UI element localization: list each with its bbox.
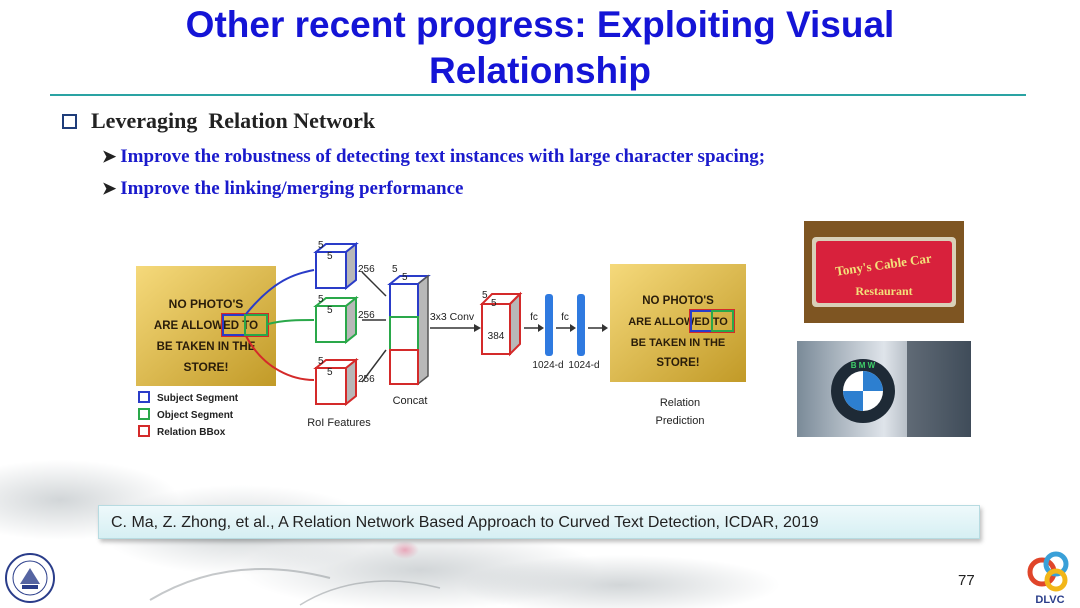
restaurant-name-line-2: Restaurant [855,284,912,298]
title-divider [50,94,1026,96]
roi-dim-label: 5 [327,367,333,378]
concat-arrows [361,271,387,383]
roi-dim-label: 5 [318,356,324,367]
legend-relation-label: Relation BBox [157,427,226,438]
main-bullet: Leveraging Relation Network [62,108,375,134]
object-segment-box [711,310,734,332]
figure-legend: Subject Segment Object Segment Relation … [138,391,239,438]
dlvc-logo-icon: DLVC [1027,551,1069,606]
legend-object-swatch [138,408,150,420]
conv-label: 3x3 Conv [430,311,475,323]
legend-relation-swatch [138,425,150,437]
roi-caption: RoI Features [307,417,371,429]
roi-dimension-labels: 5 5 256 5 5 256 5 5 256 [318,240,375,385]
object-segment-box [244,314,268,336]
sub-bullet-2-text: Improve the linking/merging performance [120,178,464,199]
input-sign-image: NO PHOTO'S ARE ALLOWED TO BE TAKEN IN TH… [136,266,276,386]
fc-dim-2: 1024-d [568,360,599,371]
citation-box: C. Ma, Z. Zhong, et al., A Relation Netw… [98,505,980,539]
roi-feature-object [313,295,359,345]
bmw-logo-photo: B M W [797,341,971,437]
bmw-text: B M W [851,361,876,370]
university-seal-icon [5,553,55,603]
conv-dim-label: 384 [488,331,505,342]
conv-feature-cube [479,291,523,357]
lotus-flower [391,541,419,559]
sub-bullet-2: ➤ Improve the linking/merging performanc… [102,178,463,200]
roi-feature-relation [313,357,359,407]
slide-title: Other recent progress: Exploiting Visual… [0,2,1080,94]
fc-dim-1: 1024-d [532,360,563,371]
legend-object-label: Object Segment [157,410,234,421]
conv-dim-label: 5 [491,298,497,309]
sign-line-4: STORE! [656,357,699,369]
sign-line-2: ARE ALLOWED TO [628,316,728,328]
sub-bullet-1-text: Improve the robustness of detecting text… [120,146,766,167]
relation-caption-line-2: Prediction [656,415,705,427]
roi-dim-label: 256 [358,374,375,385]
roi-dim-label: 256 [358,264,375,275]
output-sign-image: NO PHOTO'S ARE ALLOWED TO BE TAKEN IN TH… [610,264,746,382]
concat-caption: Concat [393,395,428,407]
fc-layer-2 [577,294,585,356]
concat-dim-label: 5 [402,272,408,283]
roi-dim-label: 256 [358,310,375,321]
page-number: 77 [958,572,975,589]
sign-line-3: BE TAKEN IN THE [631,337,726,349]
relation-network-figure: NO PHOTO'S ARE ALLOWED TO BE TAKEN IN TH… [136,240,746,438]
title-line-1: Other recent progress: Exploiting Visual [185,4,895,45]
subject-arrow [245,269,315,315]
roi-feature-subject [313,241,359,291]
square-bullet-icon [62,113,77,129]
concat-dim-label: 5 [392,264,398,275]
relation-caption-line-1: Relation [660,397,700,409]
concat-block [387,274,431,386]
relation-arrow [245,335,315,381]
main-bullet-text: Leveraging Relation Network [91,108,376,133]
conv-dim-label: 5 [482,290,488,301]
roi-dim-label: 5 [327,305,333,316]
title-line-2: Relationship [428,50,652,91]
fc-label-1: fc [530,312,538,323]
restaurant-sign-photo: Tony's Cable Car Restaurant [804,221,964,323]
arrow-bullet-icon: ➤ [102,147,117,166]
sign-line-1: NO PHOTO'S [642,295,714,307]
fc-layer-1 [545,294,553,356]
legend-subject-swatch [138,391,150,403]
sub-bullet-1: ➤ Improve the robustness of detecting te… [102,146,765,168]
sign-line-1: NO PHOTO'S [169,297,244,311]
dlvc-logo-text: DLVC [1035,594,1064,606]
arrow-bullet-icon: ➤ [102,179,117,198]
roi-dim-label: 5 [318,294,324,305]
sign-line-2: ARE ALLOWED TO [154,320,258,332]
fc-label-2: fc [561,312,569,323]
sign-line-3: BE TAKEN IN THE [157,341,256,353]
sign-line-4: STORE! [183,360,228,374]
roi-dim-label: 5 [318,240,324,251]
roi-dim-label: 5 [327,251,333,262]
legend-subject-label: Subject Segment [157,393,239,404]
object-arrow [267,319,315,325]
